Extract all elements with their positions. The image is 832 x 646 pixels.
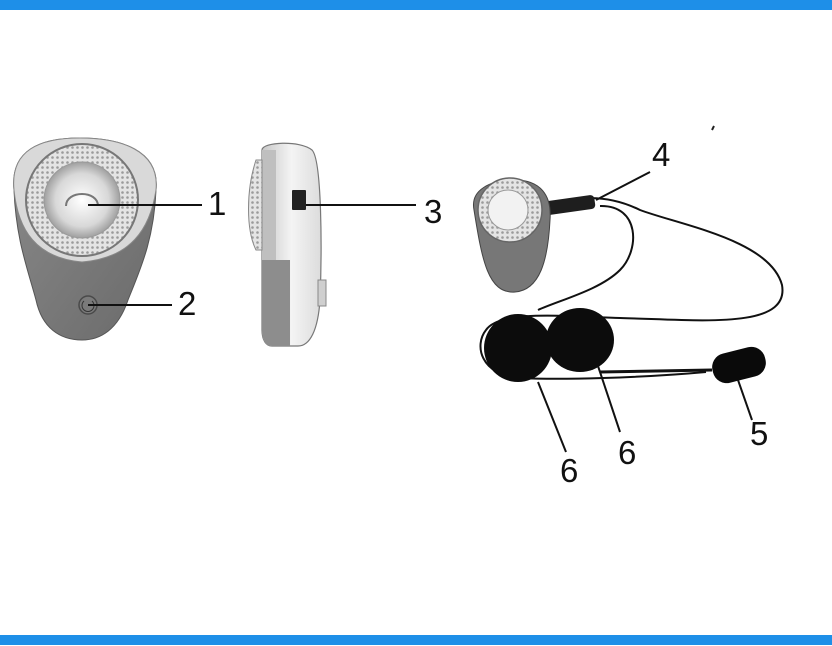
leader-line-4	[596, 172, 650, 200]
callout-2: 2	[178, 287, 196, 320]
callout-3: 3	[424, 195, 442, 228]
callout-6b: 6	[618, 436, 636, 469]
leader-line-6b	[598, 366, 620, 432]
headset-assembly	[473, 178, 782, 386]
leader-line-5	[738, 380, 752, 420]
callout-1: 1	[208, 187, 226, 220]
callout-5: 5	[750, 417, 768, 450]
unit-front-view	[14, 138, 157, 340]
callout-4: 4	[652, 138, 670, 171]
unit-side-view	[249, 143, 327, 346]
leader-line-6a	[538, 382, 566, 452]
stray-mark	[712, 126, 714, 130]
callout-6a: 6	[560, 454, 578, 487]
